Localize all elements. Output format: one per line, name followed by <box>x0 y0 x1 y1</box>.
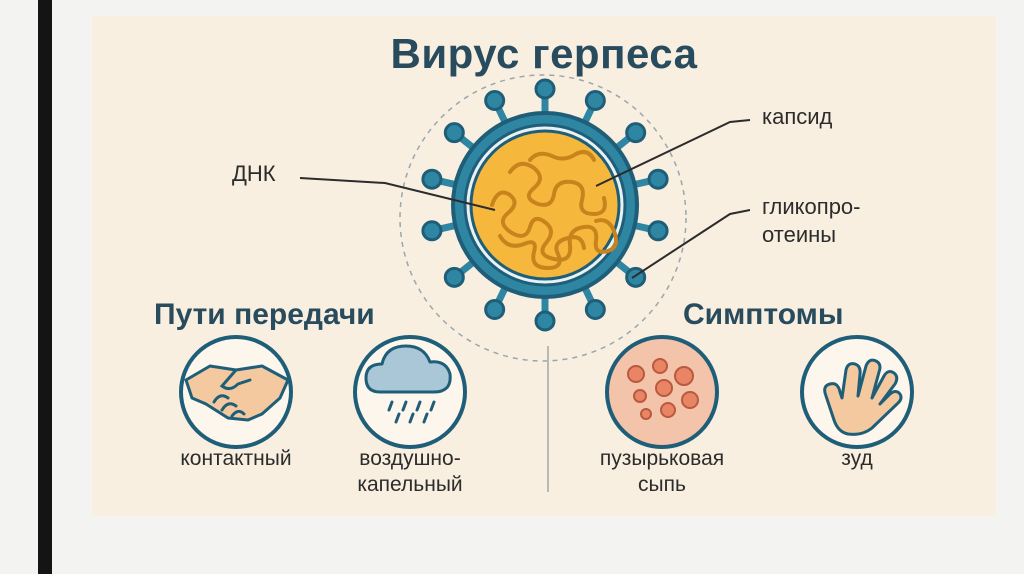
section-divider <box>547 346 549 492</box>
virus-dna-strand <box>490 150 618 270</box>
glycoprotein-spike-knob <box>647 220 669 242</box>
label-glycoproteins-line2: отеины <box>762 222 837 247</box>
glycoprotein-spike-knob <box>421 168 443 190</box>
caption-airborne-line1: воздушно- <box>359 447 461 470</box>
caption-rash-line2: сыпь <box>638 473 686 496</box>
symptoms-heading: Симптомы <box>683 298 844 331</box>
label-dnk: ДНК <box>232 161 276 186</box>
blister-rash-icon <box>605 335 719 449</box>
glycoprotein-spike-knob <box>484 89 506 111</box>
caption-itch: зуд <box>841 447 873 470</box>
glycoprotein-spike-knob <box>625 122 647 144</box>
transmission-heading: Пути передачи <box>154 298 375 331</box>
glycoprotein-spike-knob <box>484 299 506 321</box>
slide-left-bar <box>38 0 52 574</box>
caption-contact: контактный <box>180 447 292 470</box>
label-capsid: капсид <box>762 104 833 129</box>
glycoprotein-spike-knob <box>584 89 606 111</box>
handshake-icon <box>179 335 293 449</box>
caption-rash-line1: пузырьковая <box>599 447 725 470</box>
caption-airborne-line2: капельный <box>357 473 463 496</box>
glycoprotein-spike-knob <box>534 310 556 332</box>
diagram-title: Вирус герпеса <box>390 30 698 77</box>
glycoprotein-spike-knob <box>443 266 465 288</box>
hand-itch-icon <box>800 335 914 449</box>
glycoprotein-spike-knob <box>421 220 443 242</box>
glycoprotein-spike-knob <box>647 168 669 190</box>
dnk-leader-line <box>299 177 496 211</box>
capsid-leader-line <box>595 119 751 187</box>
glyco-leader-line <box>631 209 751 279</box>
cloud-rain-icon <box>353 335 467 449</box>
label-glycoproteins-line1: гликопро- <box>762 194 861 219</box>
glycoprotein-spike-knob <box>534 78 556 100</box>
glycoprotein-spike-knob <box>443 122 465 144</box>
virus-dashed-boundary <box>399 74 687 362</box>
glycoprotein-spike-knob <box>584 299 606 321</box>
